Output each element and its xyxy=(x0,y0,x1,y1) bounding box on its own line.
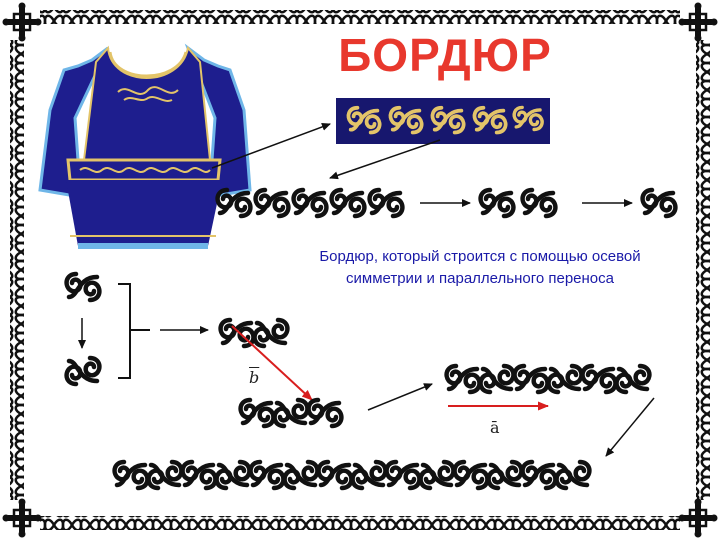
corner-cross-ornament-icon xyxy=(1,497,43,539)
diagram-caption: Бордюр, который строится с помощью осево… xyxy=(319,248,641,287)
garment-illustration xyxy=(38,43,252,249)
motif-pair-top-2 xyxy=(255,320,288,346)
motif-pair-bottom-1 xyxy=(241,400,274,426)
motif-reflected xyxy=(67,358,100,384)
ornament-row-bottom xyxy=(115,462,590,488)
arrow-to-mid-row xyxy=(367,383,433,411)
arrow-garment-to-band xyxy=(211,123,331,169)
ornament-row-mid xyxy=(447,366,650,392)
bracket xyxy=(118,283,131,379)
vector-b-label: b xyxy=(249,368,260,387)
corner-cross-ornament-icon xyxy=(677,497,719,539)
motif-original xyxy=(67,274,100,300)
page-title: БОРДЮР xyxy=(338,29,552,81)
corner-cross-ornament-icon xyxy=(1,1,43,43)
motif-pair-bottom-2 xyxy=(275,400,308,426)
motif-pair-bottom-3 xyxy=(309,400,342,426)
band-ornament-image xyxy=(336,98,550,144)
vector-a-label: ā xyxy=(490,418,500,437)
vector-b-arrow xyxy=(231,325,313,401)
corner-cross-ornament-icon xyxy=(677,1,719,43)
arrow-band-to-row xyxy=(329,139,441,180)
arrow-to-bottom-row xyxy=(605,397,655,457)
